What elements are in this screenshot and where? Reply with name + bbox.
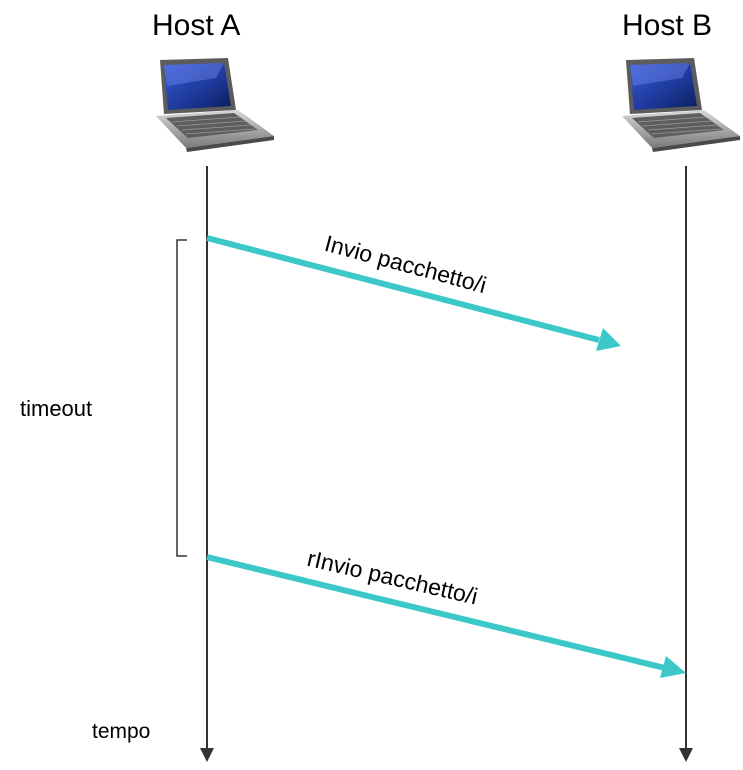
time-axis-label: tempo xyxy=(92,720,151,743)
timeline-arrowhead xyxy=(679,748,693,762)
laptop-icon xyxy=(622,58,740,152)
timeout-label: timeout xyxy=(20,396,93,421)
host-b-title: Host B xyxy=(622,9,713,42)
message-arrow-1 xyxy=(206,235,621,351)
timeline-host-a xyxy=(200,166,214,762)
message-arrow-2 xyxy=(206,554,686,678)
arrowhead xyxy=(660,656,686,678)
timeline-arrowhead xyxy=(200,748,214,762)
timeout-bracket xyxy=(176,239,187,557)
arrowhead xyxy=(596,328,621,351)
timeline-host-b xyxy=(679,166,693,762)
laptop-icon xyxy=(156,58,274,152)
host-a-title: Host A xyxy=(152,9,241,42)
